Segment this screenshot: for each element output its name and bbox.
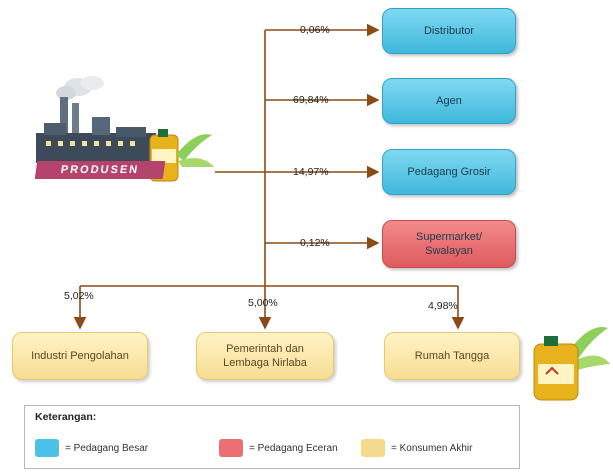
oil-jerrycan-icon [533, 327, 610, 401]
pedagang-grosir-label: Pedagang Grosir [407, 165, 491, 178]
legend-swatch-pedagang-besar [35, 439, 59, 457]
legend: Keterangan: = Pedagang Besar = Pedagang … [24, 405, 520, 469]
agen-label: Agen [436, 94, 462, 107]
industri-pengolahan-label: Industri Pengolahan [31, 349, 129, 362]
producer-illustration: PRODUSEN [26, 75, 216, 187]
legend-swatch-konsumen-akhir [361, 439, 385, 457]
percent-rumah-tangga: 4,98% [428, 300, 458, 312]
box-industri-pengolahan: Industri Pengolahan [12, 332, 148, 380]
legend-title: Keterangan: [35, 411, 97, 423]
legend-label-konsumen-akhir: = Konsumen Akhir [391, 443, 473, 454]
percent-industri: 5,02% [64, 290, 94, 302]
box-pemerintah: Pemerintah dan Lembaga Nirlaba [196, 332, 334, 380]
rumah-tangga-label: Rumah Tangga [414, 349, 490, 362]
distributor-label: Distributor [423, 24, 475, 37]
percent-pemerintah: 5,00% [248, 297, 278, 309]
box-pedagang-grosir: Pedagang Grosir [382, 149, 516, 195]
supermarket-label: Supermarket/ Swalayan [415, 230, 483, 257]
producer-label: PRODUSEN [34, 161, 166, 179]
box-supermarket: Supermarket/ Swalayan [382, 220, 516, 268]
legend-label-pedagang-besar: = Pedagang Besar [65, 443, 149, 454]
box-agen: Agen [382, 78, 516, 124]
box-distributor: Distributor [382, 8, 516, 54]
pemerintah-label: Pemerintah dan Lembaga Nirlaba [223, 342, 307, 369]
percent-supermarket: 0,12% [300, 237, 330, 249]
percent-distributor: 0,06% [300, 24, 330, 36]
box-rumah-tangga: Rumah Tangga [384, 332, 520, 380]
legend-label-pedagang-eceran: = Pedagang Eceran [249, 443, 338, 454]
percent-grosir: 14,97% [293, 166, 329, 178]
legend-swatch-pedagang-eceran [219, 439, 243, 457]
percent-agen: 69,84% [293, 94, 329, 106]
